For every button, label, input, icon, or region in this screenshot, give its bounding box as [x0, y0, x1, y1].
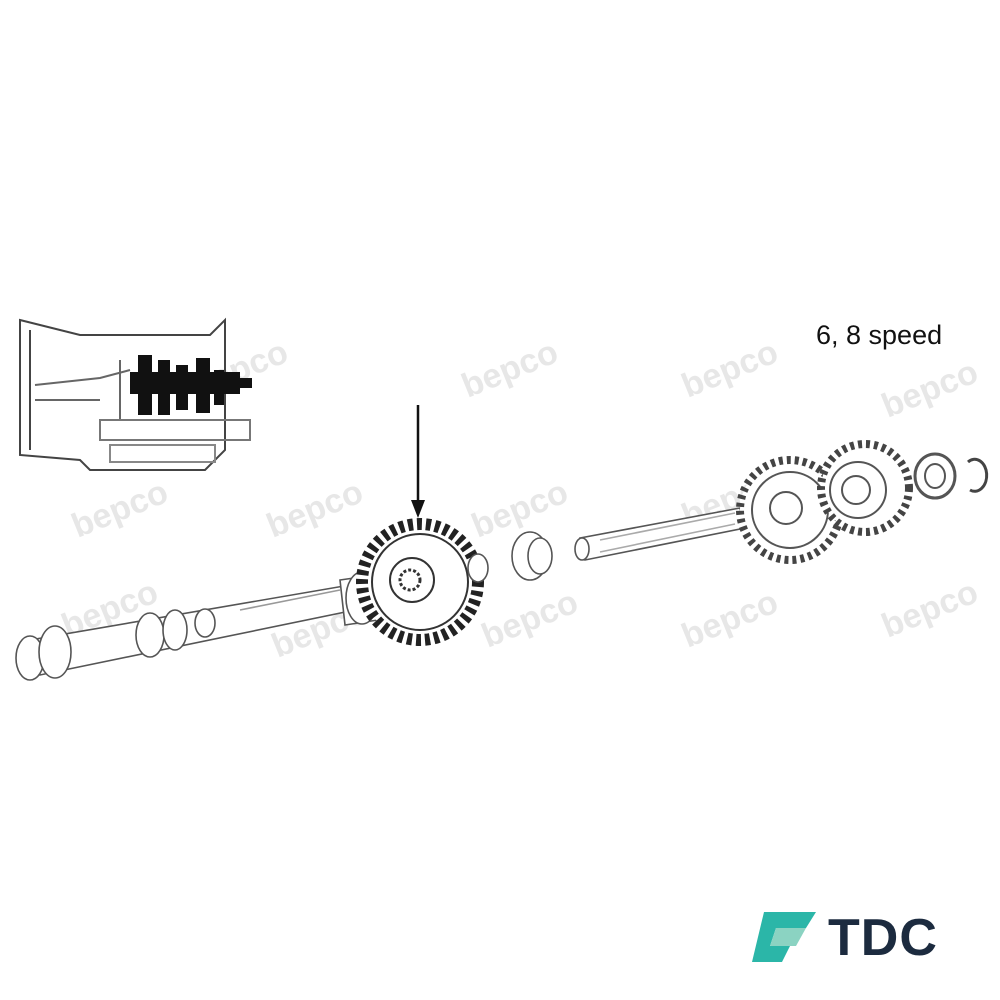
speed-caption: 6, 8 speed [816, 320, 943, 350]
indicator-arrow [411, 405, 425, 518]
brand-logo: TDC [746, 906, 976, 968]
splined-shaft [574, 507, 746, 561]
bearing-parts [467, 531, 553, 583]
highlighted-shaft [130, 355, 252, 415]
brand-mark-icon [752, 912, 816, 962]
input-shaft [15, 571, 379, 681]
highlighted-gear [356, 518, 484, 646]
right-gears [736, 440, 989, 564]
brand-name: TDC [828, 909, 938, 967]
gearbox-inset [19, 317, 252, 471]
